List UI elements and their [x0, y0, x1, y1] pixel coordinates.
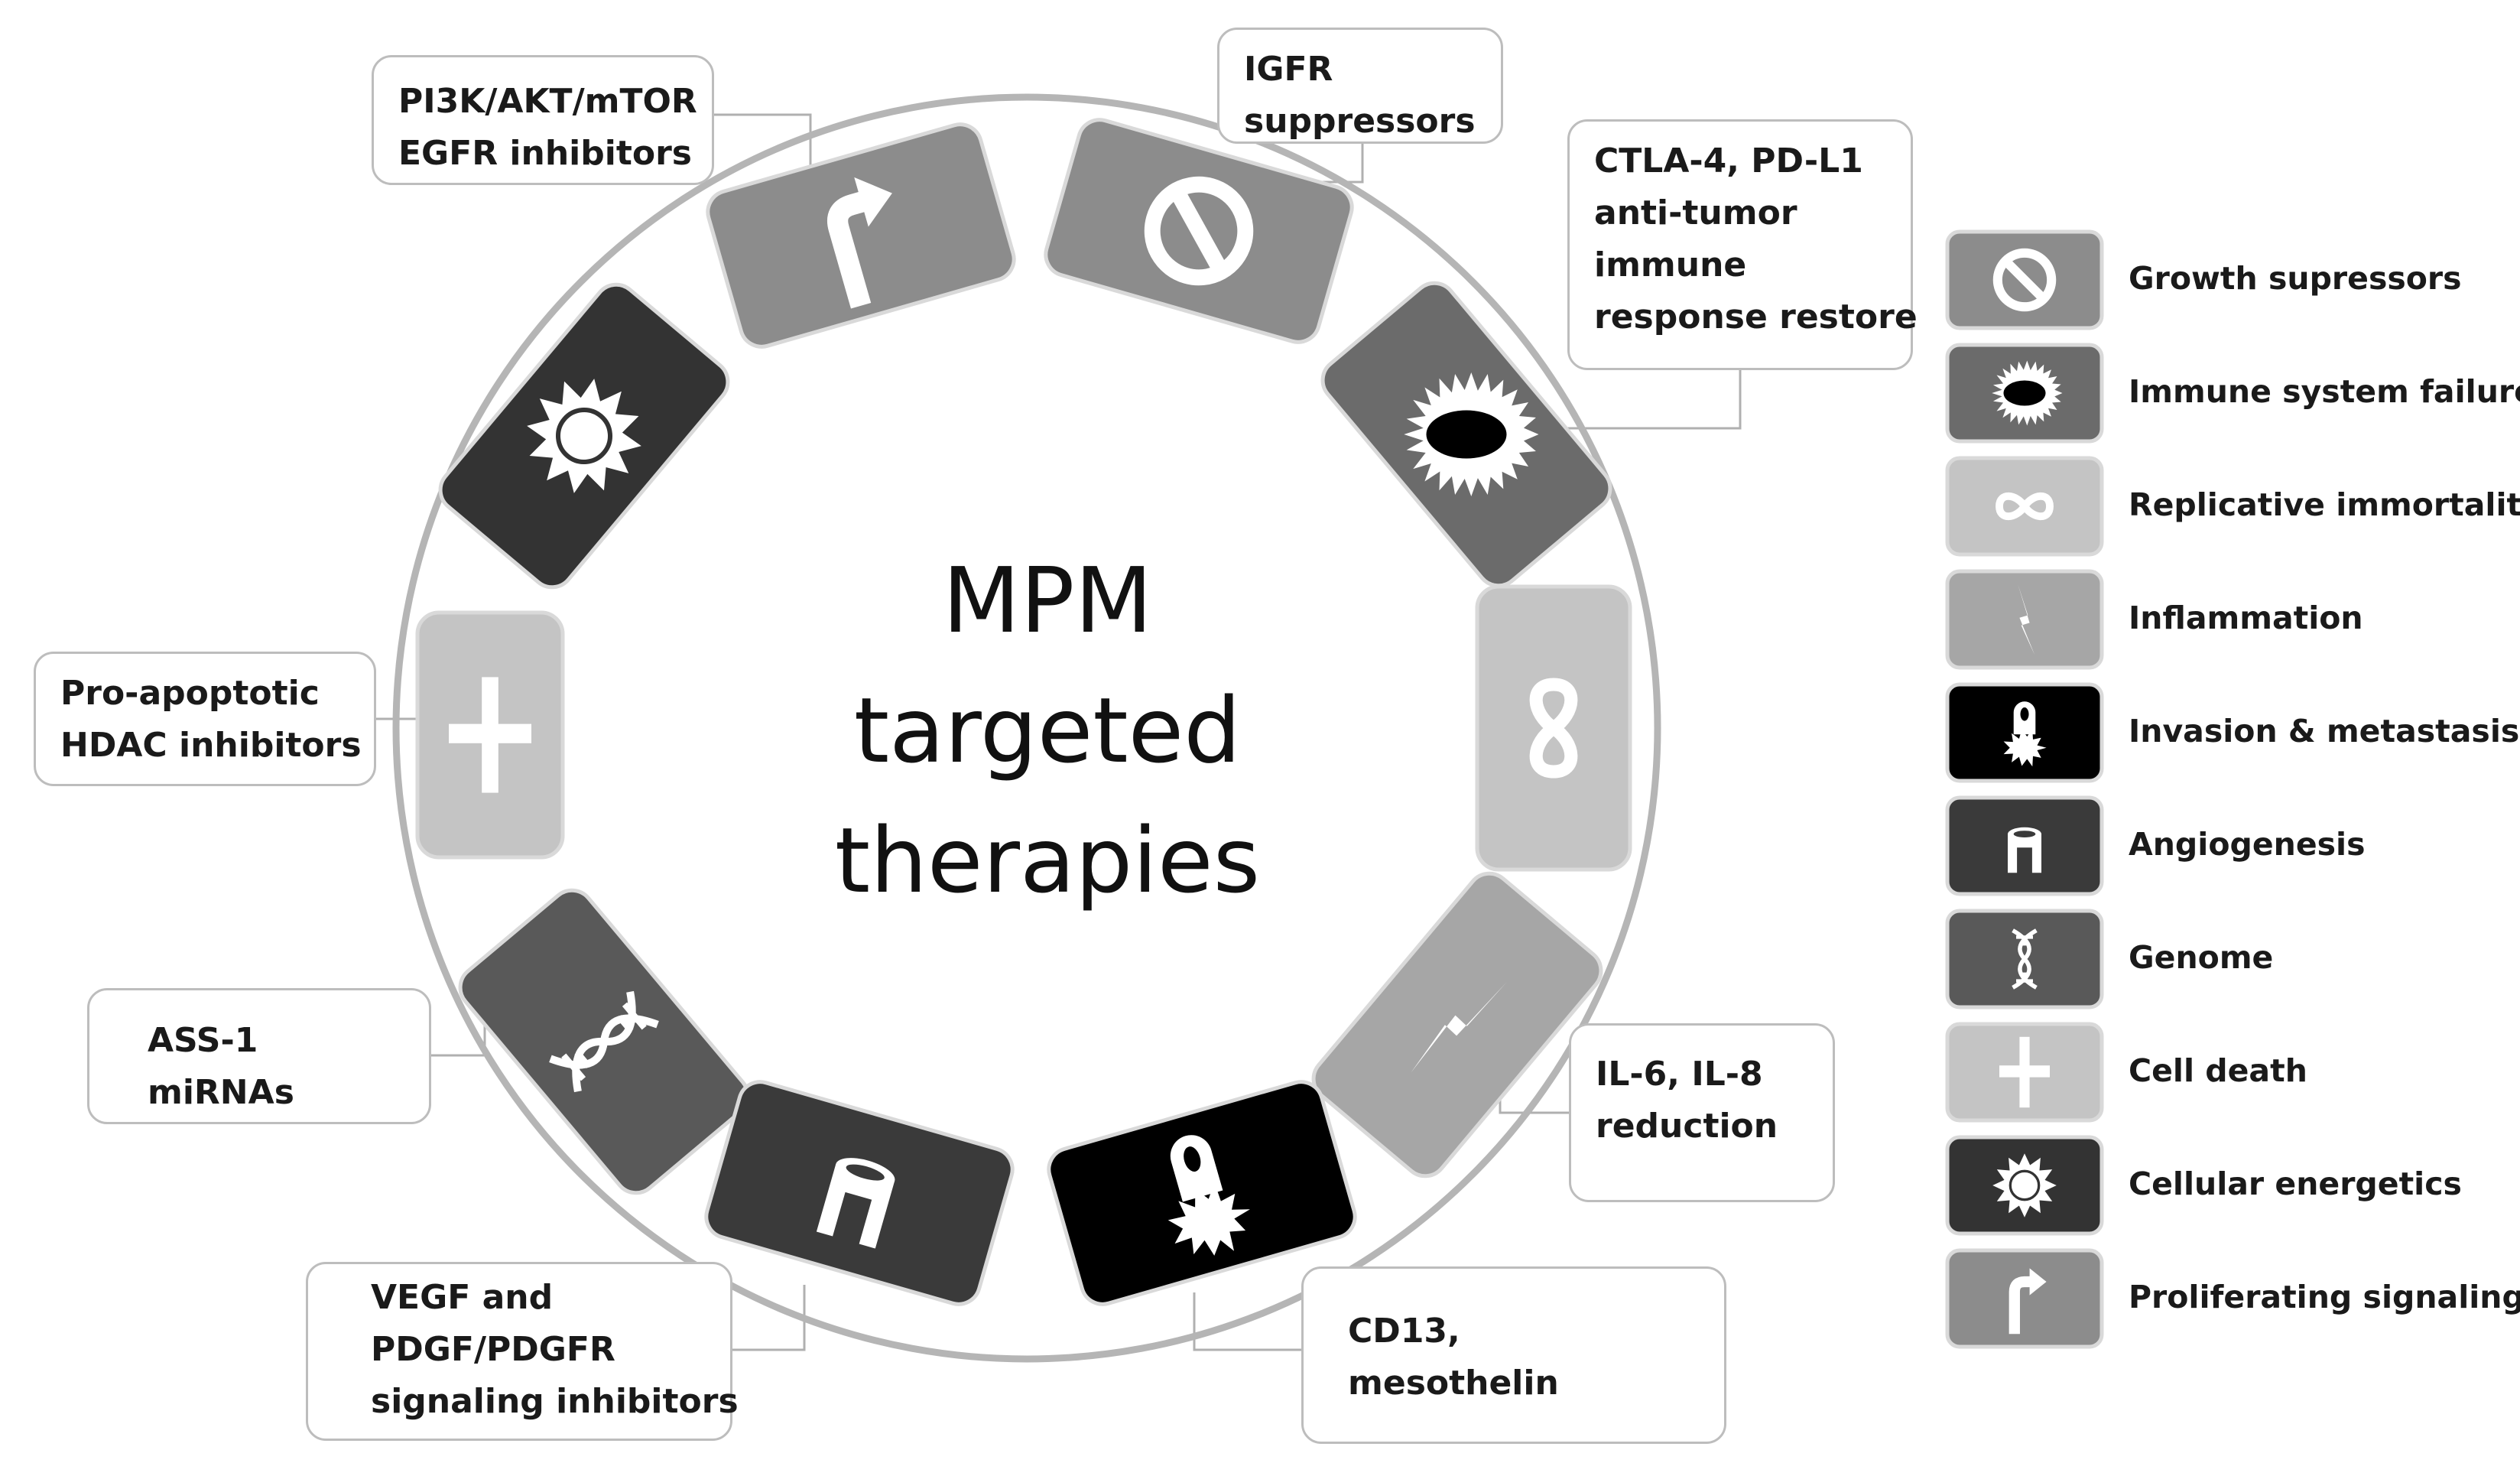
- connector-line: [732, 1285, 806, 1351]
- callout-line: CD13,: [1348, 1312, 1460, 1351]
- center-title-line: targeted: [853, 678, 1242, 783]
- invasion-tile: [1047, 1080, 1357, 1306]
- callout-line: HDAC inhibitors: [60, 726, 362, 765]
- callout-line: CTLA-4, PD-L1: [1594, 141, 1863, 180]
- legend-label: Proliferating signaling: [2129, 1279, 2520, 1315]
- connector-line: [1193, 1292, 1301, 1351]
- callout-il6-il8: IL-6, IL-8 reduction: [1569, 1023, 1835, 1202]
- callout-pi3k-akt-mtor: PI3K/AKT/mTOR EGFR inhibitors: [372, 55, 714, 185]
- invasion-tile: [1945, 682, 2104, 783]
- callout-line: reduction: [1596, 1107, 1778, 1146]
- legend-label: Immune system failure: [2129, 373, 2520, 410]
- callout-ctla4-pdl1: CTLA-4, PD-L1 anti-tumor immune response…: [1567, 119, 1918, 370]
- cross-tile: [1945, 1022, 2104, 1123]
- turn-arrow-tile: [1945, 1248, 2104, 1349]
- connector-line: [714, 113, 812, 174]
- callout-hdac: Pro-apoptotic HDAC inhibitors: [34, 652, 376, 786]
- callout-line: PDGF/PDGFR: [371, 1330, 615, 1369]
- legend-tiles: [1945, 229, 2104, 1349]
- center-title-line: therapies: [834, 808, 1261, 913]
- callout-cd13-mesothelin: CD13, mesothelin: [1301, 1266, 1726, 1444]
- callout-line: signaling inhibitors: [371, 1382, 739, 1421]
- legend-label: Inflammation: [2129, 600, 2363, 636]
- legend-label: Genome: [2129, 939, 2274, 976]
- callout-line: response restore: [1594, 297, 1918, 336]
- callout-line: miRNAs: [148, 1073, 294, 1112]
- spiky-ring-tile: [1945, 343, 2104, 444]
- dna-tile: [1945, 909, 2104, 1009]
- lightning-tile: [1945, 569, 2104, 670]
- callout-vegf-pdgf: VEGF and PDGF/PDGFR signaling inhibitors: [306, 1262, 739, 1441]
- cross-tile: [415, 610, 565, 860]
- callout-ass1: ASS-1 miRNAs: [87, 988, 431, 1124]
- connector-line: [1315, 144, 1364, 184]
- connector-line: [1552, 370, 1742, 430]
- legend-label: Angiogenesis: [2129, 826, 2366, 863]
- legend-label: Invasion & metastasis: [2129, 713, 2520, 749]
- callout-line: IGFR: [1244, 50, 1333, 89]
- infinity-tile: [1945, 456, 2104, 557]
- callout-line: PI3K/AKT/mTOR: [398, 82, 697, 121]
- infinity-tile: [1475, 584, 1632, 872]
- callout-line: anti-tumor: [1594, 193, 1797, 232]
- sun-tile: [438, 282, 730, 590]
- callout-line: mesothelin: [1348, 1364, 1559, 1403]
- callout-line: immune: [1594, 245, 1747, 284]
- center-title-line: MPM: [942, 548, 1153, 653]
- callout-line: VEGF and: [371, 1278, 554, 1317]
- lightning-tile: [1311, 871, 1603, 1179]
- dna-tile: [458, 888, 750, 1195]
- callout-igfr: IGFR suppressors: [1217, 28, 1503, 144]
- legend-label: Cellular energetics: [2129, 1166, 2462, 1202]
- legend-label: Growth supressors: [2129, 260, 2462, 297]
- callout-line: ASS-1: [148, 1021, 258, 1060]
- turn-arrow-tile: [706, 122, 1016, 349]
- no-entry-tile: [1945, 229, 2104, 330]
- callout-line: Pro-apoptotic: [60, 674, 320, 713]
- legend-label: Cell death: [2129, 1052, 2307, 1089]
- vessel-tile: [1945, 795, 2104, 896]
- no-entry-tile: [1044, 118, 1354, 344]
- callout-line: IL-6, IL-8: [1596, 1055, 1763, 1094]
- spiky-ring-tile: [1320, 281, 1612, 588]
- vessel-tile: [704, 1080, 1015, 1306]
- callout-line: suppressors: [1244, 102, 1476, 141]
- callout-line: EGFR inhibitors: [398, 134, 692, 173]
- sun-tile: [1945, 1135, 2104, 1236]
- legend-label: Replicative immortality: [2129, 486, 2520, 523]
- ring-tiles: [415, 118, 1632, 1306]
- center-title: MPM targeted therapies: [795, 535, 1300, 925]
- wheel-ring: [392, 93, 1661, 1363]
